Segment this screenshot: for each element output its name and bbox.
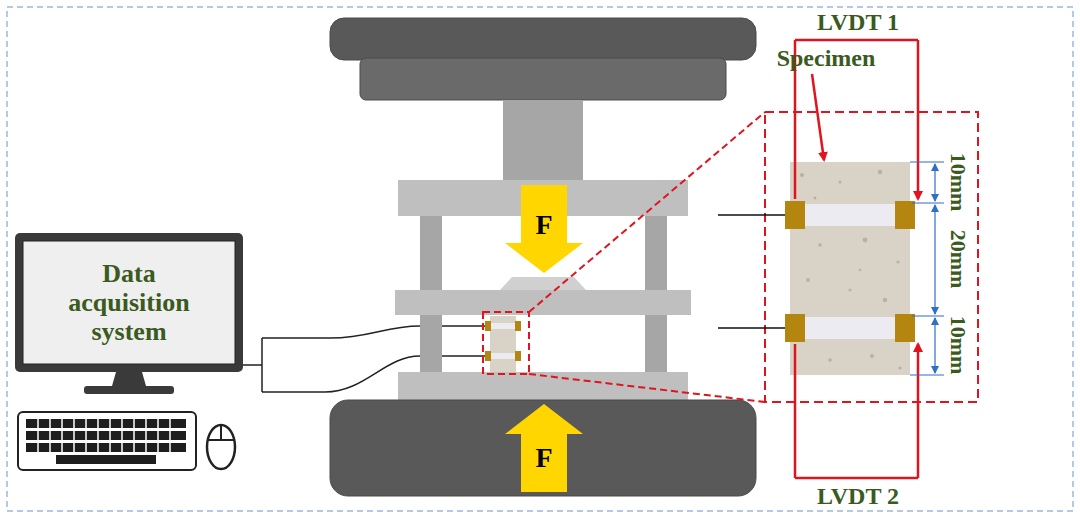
cable [262, 326, 487, 338]
lvdt-clip [485, 321, 491, 331]
pore [814, 197, 817, 200]
keyboard [18, 412, 196, 470]
lvdt-wire [718, 215, 785, 328]
pore [800, 173, 804, 177]
force-arrow: F [505, 404, 583, 492]
screen-box: Data acquisition system [23, 241, 235, 364]
pore [839, 181, 842, 184]
pore [870, 354, 874, 358]
system-label: Data acquisition system [49, 259, 209, 346]
cable [243, 338, 262, 392]
dimension-line [934, 164, 935, 201]
key-row [56, 455, 156, 464]
lvdt-clip [515, 321, 521, 331]
pore [849, 289, 852, 292]
monitor-base [84, 386, 174, 394]
upper-platen [500, 277, 586, 290]
mouse-buttons [207, 425, 235, 440]
loading-ram [503, 100, 583, 182]
lower-cylinder [330, 400, 756, 496]
figure-frame [7, 7, 1073, 511]
zoom-frame [483, 312, 529, 374]
arrow-shape [505, 404, 583, 492]
arrow-shape [505, 185, 583, 273]
middle-crosshead [395, 290, 691, 315]
sensor-label: LVDT 2 [817, 483, 899, 510]
specimen-pores [800, 170, 902, 370]
key-divider [38, 419, 170, 452]
gauge-band [803, 317, 897, 339]
lvdt-pointer [795, 344, 918, 478]
lvdt-clip [515, 351, 521, 361]
zoom-frame [765, 112, 978, 402]
lvdt-clip [785, 314, 805, 342]
key-gaps [38, 419, 170, 452]
dimension-line [934, 318, 935, 373]
pore [883, 298, 887, 302]
gauge-band [803, 204, 897, 226]
monitor-neck [112, 372, 146, 386]
lvdt-bracket [795, 39, 918, 42]
force-label: F [535, 442, 552, 473]
specimen-large [790, 162, 910, 375]
gauge-band [490, 323, 516, 329]
force-arrow: F [505, 185, 583, 273]
lvdt-clip [895, 314, 915, 342]
lvdt-bracket [795, 477, 918, 480]
specimen-small [490, 316, 516, 372]
lvdt-clip [895, 201, 915, 229]
dimension-label: 10mm [945, 316, 971, 375]
dimension-label: 20mm [945, 230, 971, 289]
dimension-tick [910, 162, 944, 375]
specimen-label: Specimen [777, 45, 876, 72]
lvdt-clip [485, 351, 491, 361]
pore [828, 358, 832, 362]
pore [878, 170, 882, 174]
pore [898, 366, 901, 369]
force-label: F [535, 209, 552, 240]
sensor-label: LVDT 1 [817, 9, 899, 36]
upper-head [360, 58, 726, 100]
pore [859, 269, 862, 272]
mouse [207, 425, 235, 469]
pore [818, 243, 822, 247]
specimen-pointer [812, 74, 824, 160]
pore [863, 238, 868, 243]
lvdt-clip [785, 201, 805, 229]
keyboard-keys [26, 419, 186, 464]
pore [896, 260, 899, 263]
gauge-band [490, 353, 516, 359]
pore [806, 278, 810, 282]
upper-cylinder [330, 18, 756, 60]
monitor-bezel [15, 233, 243, 372]
dimension-label: 10mm [945, 153, 971, 212]
monitor-screen [23, 241, 235, 364]
dimension-line [934, 205, 935, 314]
